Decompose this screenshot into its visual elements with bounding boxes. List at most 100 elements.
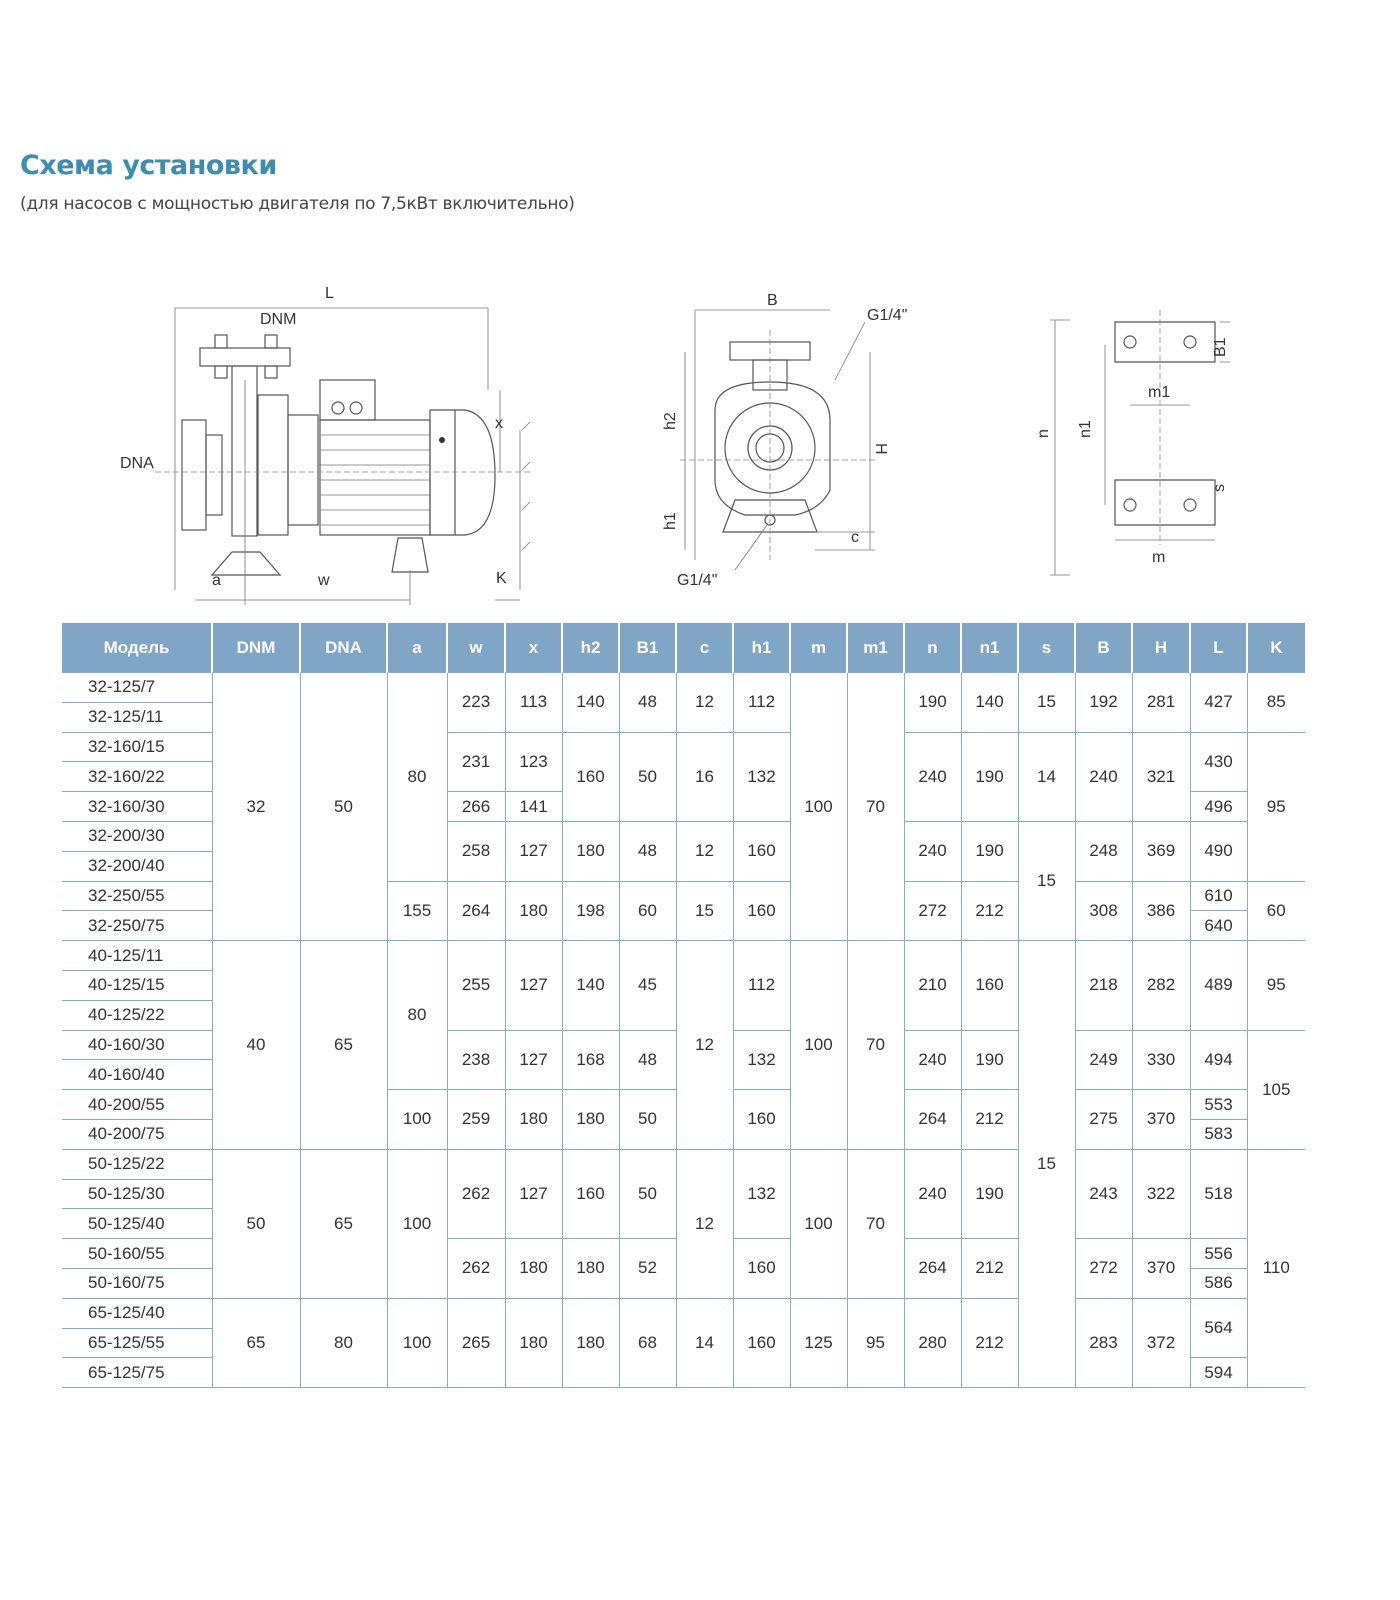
value-cell-x: 127 [504, 1029, 563, 1091]
value-cell-c: 14 [675, 1297, 734, 1389]
value-cell-b: 192 [1074, 672, 1133, 733]
value-cell-m1: 95 [846, 1297, 905, 1389]
dim-label-G-top: G1/4" [867, 307, 907, 324]
model-name-cell: 40-125/11 [62, 940, 213, 971]
value-cell-x: 141 [504, 791, 563, 822]
model-name-cell: 40-125/15 [62, 969, 212, 1001]
model-name-cell: 32-160/15 [62, 731, 213, 763]
value-cell-h: 281 [1131, 672, 1191, 733]
pump-side-view-diagram: L DNM DNA x a w K [120, 285, 531, 605]
value-cell-n: 240 [903, 731, 962, 822]
value-cell-n: 240 [903, 820, 962, 882]
value-cell-b1: 50 [618, 731, 677, 822]
value-cell-w: 259 [446, 1089, 506, 1150]
value-cell-dnm: 32 [211, 671, 301, 942]
dim-label-w: w [317, 572, 330, 589]
model-name-cell: 50-125/40 [62, 1208, 212, 1240]
value-cell-k: 110 [1246, 1148, 1305, 1389]
model-name-cell: 50-160/55 [62, 1238, 213, 1269]
value-cell-h1: 160 [732, 1089, 791, 1150]
model-name-cell: 50-160/75 [62, 1267, 213, 1299]
value-cell-l: 556 [1189, 1238, 1247, 1269]
column-header-m: m [790, 623, 848, 673]
value-cell-a: 100 [386, 1297, 448, 1389]
value-cell-l: 553 [1189, 1089, 1247, 1120]
value-cell-x: 180 [504, 1089, 563, 1150]
value-cell-l: 518 [1189, 1148, 1248, 1240]
model-name-cell: 32-125/7 [62, 672, 213, 703]
column-header-dnm: DNM [212, 623, 301, 673]
pump-front-view-diagram: B G1/4" h2 h1 H c G1/4" [662, 292, 907, 589]
value-cell-x: 127 [504, 1148, 563, 1240]
value-cell-x: 180 [504, 1297, 563, 1389]
dim-label-h2: h2 [662, 412, 679, 430]
value-cell-n1: 190 [960, 820, 1019, 882]
table-row: 40-125/22 [62, 999, 1305, 1031]
value-cell-x: 180 [504, 880, 563, 942]
value-cell-h2: 140 [561, 672, 620, 733]
dim-label-m1: m1 [1148, 384, 1170, 401]
value-cell-a: 100 [386, 1089, 448, 1150]
model-name-cell: 65-125/40 [62, 1297, 213, 1329]
value-cell-h: 322 [1131, 1148, 1191, 1240]
value-cell-h: 386 [1131, 880, 1191, 942]
table-row: 40-160/40 [62, 1059, 1305, 1091]
model-name-cell: 50-125/22 [62, 1148, 213, 1180]
column-header-model: Модель [62, 623, 213, 673]
value-cell-dnm: 50 [211, 1148, 301, 1299]
value-cell-s: 14 [1017, 731, 1076, 822]
column-header-s: s [1018, 623, 1076, 673]
value-cell-dnm: 65 [211, 1297, 301, 1389]
motor-fins [320, 434, 430, 526]
value-cell-w: 258 [446, 820, 506, 882]
value-cell-n1: 140 [960, 672, 1019, 733]
value-cell-b1: 52 [618, 1238, 677, 1299]
dim-label-K: K [496, 570, 507, 587]
value-cell-k: 95 [1246, 940, 1305, 1031]
value-cell-c: 16 [675, 731, 734, 822]
value-cell-dna: 65 [299, 1148, 388, 1299]
dim-label-x: x [495, 415, 503, 432]
model-name-cell: 32-200/30 [62, 820, 213, 852]
value-cell-x: 113 [504, 672, 563, 733]
value-cell-b: 218 [1074, 940, 1133, 1031]
column-header-x: x [505, 623, 563, 673]
value-cell-b: 275 [1074, 1089, 1133, 1150]
value-cell-l: 496 [1189, 791, 1247, 822]
value-cell-b1: 50 [618, 1089, 677, 1150]
value-cell-c: 12 [675, 1148, 734, 1299]
value-cell-h2: 180 [561, 1089, 620, 1150]
value-cell-l: 594 [1189, 1357, 1247, 1389]
value-cell-l: 564 [1189, 1297, 1247, 1359]
table-row: 50-125/40 [62, 1208, 1305, 1240]
column-header-n: n [904, 623, 962, 673]
value-cell-h: 369 [1131, 820, 1191, 882]
model-name-cell: 65-125/75 [62, 1357, 213, 1389]
model-name-cell: 50-125/30 [62, 1178, 212, 1210]
value-cell-h2: 140 [561, 940, 620, 1031]
column-header-l: L [1190, 623, 1248, 673]
value-cell-n1: 190 [960, 1148, 1019, 1240]
column-header-h1: h1 [733, 623, 791, 673]
value-cell-m: 125 [789, 1297, 848, 1389]
page-title: Схема установки [20, 150, 277, 181]
value-cell-w: 266 [446, 791, 506, 822]
value-cell-s: 15 [1017, 672, 1076, 733]
value-cell-m1: 70 [846, 1148, 905, 1299]
value-cell-s: 15 [1017, 940, 1076, 1389]
value-cell-n1: 190 [960, 1029, 1019, 1091]
value-cell-b: 240 [1074, 731, 1133, 822]
value-cell-h1: 160 [732, 880, 791, 942]
column-header-c: c [676, 623, 734, 673]
value-cell-m1: 70 [846, 671, 905, 942]
value-cell-l: 610 [1189, 880, 1248, 912]
model-name-cell: 32-160/22 [62, 761, 212, 793]
